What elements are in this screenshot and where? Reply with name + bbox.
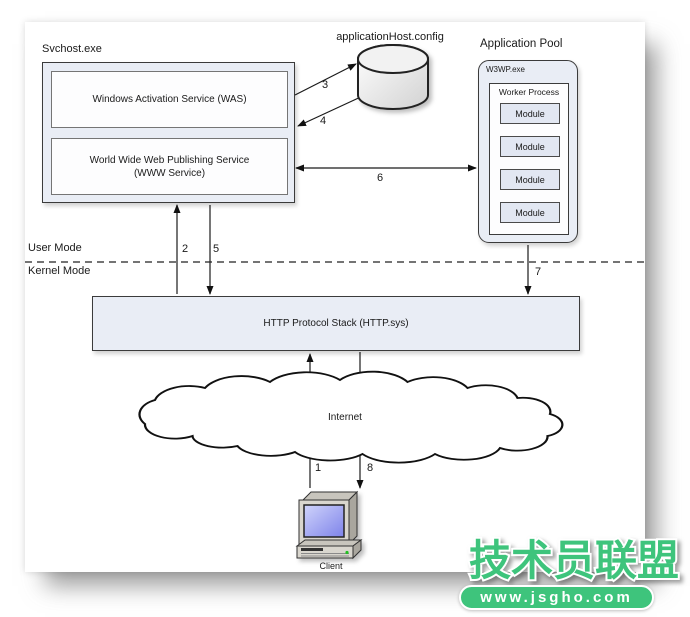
w3wp-label: W3WP.exe	[486, 65, 525, 74]
step-5-label: 5	[213, 243, 220, 255]
http-stack-box: HTTP Protocol Stack (HTTP.sys)	[92, 296, 580, 351]
step-8-label: 8	[367, 462, 374, 474]
step-4-label: 4	[320, 115, 327, 127]
client-label: Client	[319, 561, 343, 571]
module-box-2: Module	[500, 136, 560, 157]
was-box: Windows Activation Service (WAS)	[51, 71, 288, 128]
internet-label: Internet	[328, 412, 362, 423]
diagram-page: Svchost.exe Windows Activation Service (…	[25, 22, 645, 572]
arrow-4-line	[297, 94, 366, 127]
module-label: Module	[515, 174, 545, 185]
module-label: Module	[515, 108, 545, 119]
step-6-label: 6	[377, 172, 384, 184]
module-box-1: Module	[500, 103, 560, 124]
watermark-brand-graphic: 技术员联盟	[467, 535, 681, 586]
step-1-label: 1	[315, 462, 322, 474]
watermark-site-pill: www.jsgho.com	[459, 585, 654, 610]
svchost-box: Windows Activation Service (WAS) World W…	[42, 62, 295, 203]
step-2-label: 2	[182, 243, 189, 255]
step-7-label: 7	[535, 266, 542, 278]
module-box-4: Module	[500, 202, 560, 223]
config-store-title: applicationHost.config	[336, 31, 444, 43]
svchost-title: Svchost.exe	[42, 43, 102, 55]
was-label: Windows Activation Service (WAS)	[92, 94, 247, 105]
watermark: 技术员联盟 www.jsgho.com	[456, 529, 690, 617]
www-service-box: World Wide Web Publishing Service (WWW S…	[51, 138, 288, 195]
step-3-label: 3	[322, 79, 329, 91]
www-label-line1: World Wide Web Publishing Service	[89, 154, 250, 166]
module-label: Module	[515, 207, 545, 218]
database-cylinder-icon	[357, 44, 429, 110]
user-mode-label: User Mode	[28, 242, 82, 254]
watermark-brand-text: 技术员联盟	[469, 537, 679, 584]
kernel-mode-label: Kernel Mode	[28, 265, 91, 277]
www-label-line2: (WWW Service)	[133, 167, 206, 179]
app-pool-title: Application Pool	[480, 38, 563, 50]
watermark-site-url: www.jsgho.com	[480, 589, 633, 606]
client-computer-icon	[295, 490, 363, 560]
app-pool-box: W3WP.exe Worker Process Module Module Mo…	[478, 60, 578, 243]
module-box-3: Module	[500, 169, 560, 190]
http-stack-label: HTTP Protocol Stack (HTTP.sys)	[263, 318, 409, 329]
module-label: Module	[515, 141, 545, 152]
worker-process-label: Worker Process	[498, 87, 560, 97]
worker-process-box: Worker Process Module Module Module Modu…	[489, 83, 569, 235]
